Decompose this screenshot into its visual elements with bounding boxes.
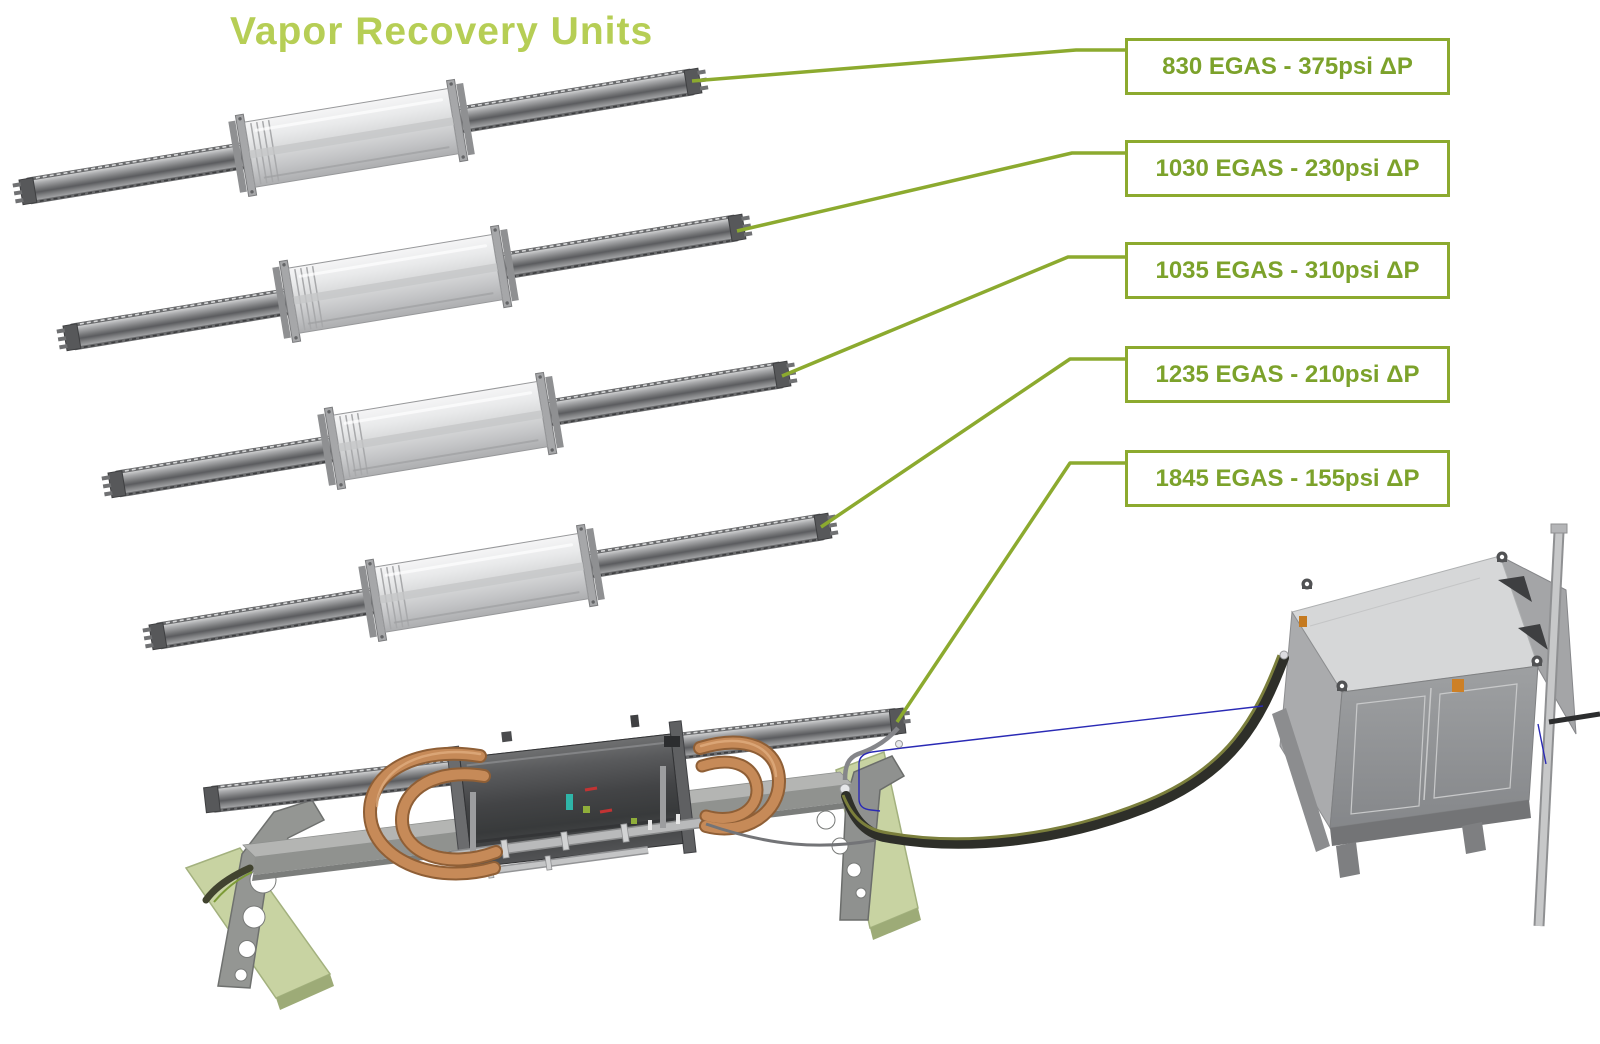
- vru-unit-830: [5, 37, 715, 236]
- assembled-vru-skid: [184, 705, 921, 1010]
- page-title: Vapor Recovery Units: [230, 10, 654, 53]
- callout-line-830: [691, 48, 1125, 83]
- right-stand: [816, 755, 906, 921]
- label-box-830-egas: 830 EGAS - 375psi ΔP: [1125, 38, 1450, 95]
- copper-loops: [362, 735, 787, 881]
- teal-valve: [566, 794, 573, 810]
- exhaust-stack: [1533, 523, 1568, 927]
- corner-bracket: [1518, 624, 1548, 650]
- callout-line-1030: [736, 151, 1125, 233]
- callout-line-1035: [781, 255, 1125, 378]
- label-box-1035-egas: 1035 EGAS - 310psi ΔP: [1125, 242, 1450, 299]
- vru-unit-1035: [94, 330, 804, 529]
- left-stand: [202, 799, 326, 989]
- warning-sticker-front: [1452, 679, 1464, 692]
- corner-bracket: [1498, 576, 1532, 602]
- interconnect-hoses: [705, 650, 1289, 849]
- label-box-1235-egas: 1235 EGAS - 210psi ΔP: [1125, 346, 1450, 403]
- vessel-valve: [664, 736, 680, 747]
- enclosure-door-seams: [1350, 683, 1518, 815]
- label-box-1030-egas: 1030 EGAS - 230psi ΔP: [1125, 140, 1450, 197]
- vru-unit-1030: [49, 183, 759, 382]
- label-box-1845-egas: 1845 EGAS - 155psi ΔP: [1125, 450, 1450, 507]
- lifting-eyes: [1301, 551, 1543, 692]
- vru-unit-1235: [135, 482, 845, 681]
- callout-line-1235: [820, 357, 1125, 529]
- callout-lines: [691, 48, 1125, 723]
- side-pipe: [1548, 711, 1600, 725]
- warning-sticker-left: [1299, 616, 1307, 627]
- compressor-enclosure: [1272, 523, 1600, 927]
- leader-lines-blue: [858, 705, 1547, 812]
- callout-line-1845: [895, 461, 1125, 723]
